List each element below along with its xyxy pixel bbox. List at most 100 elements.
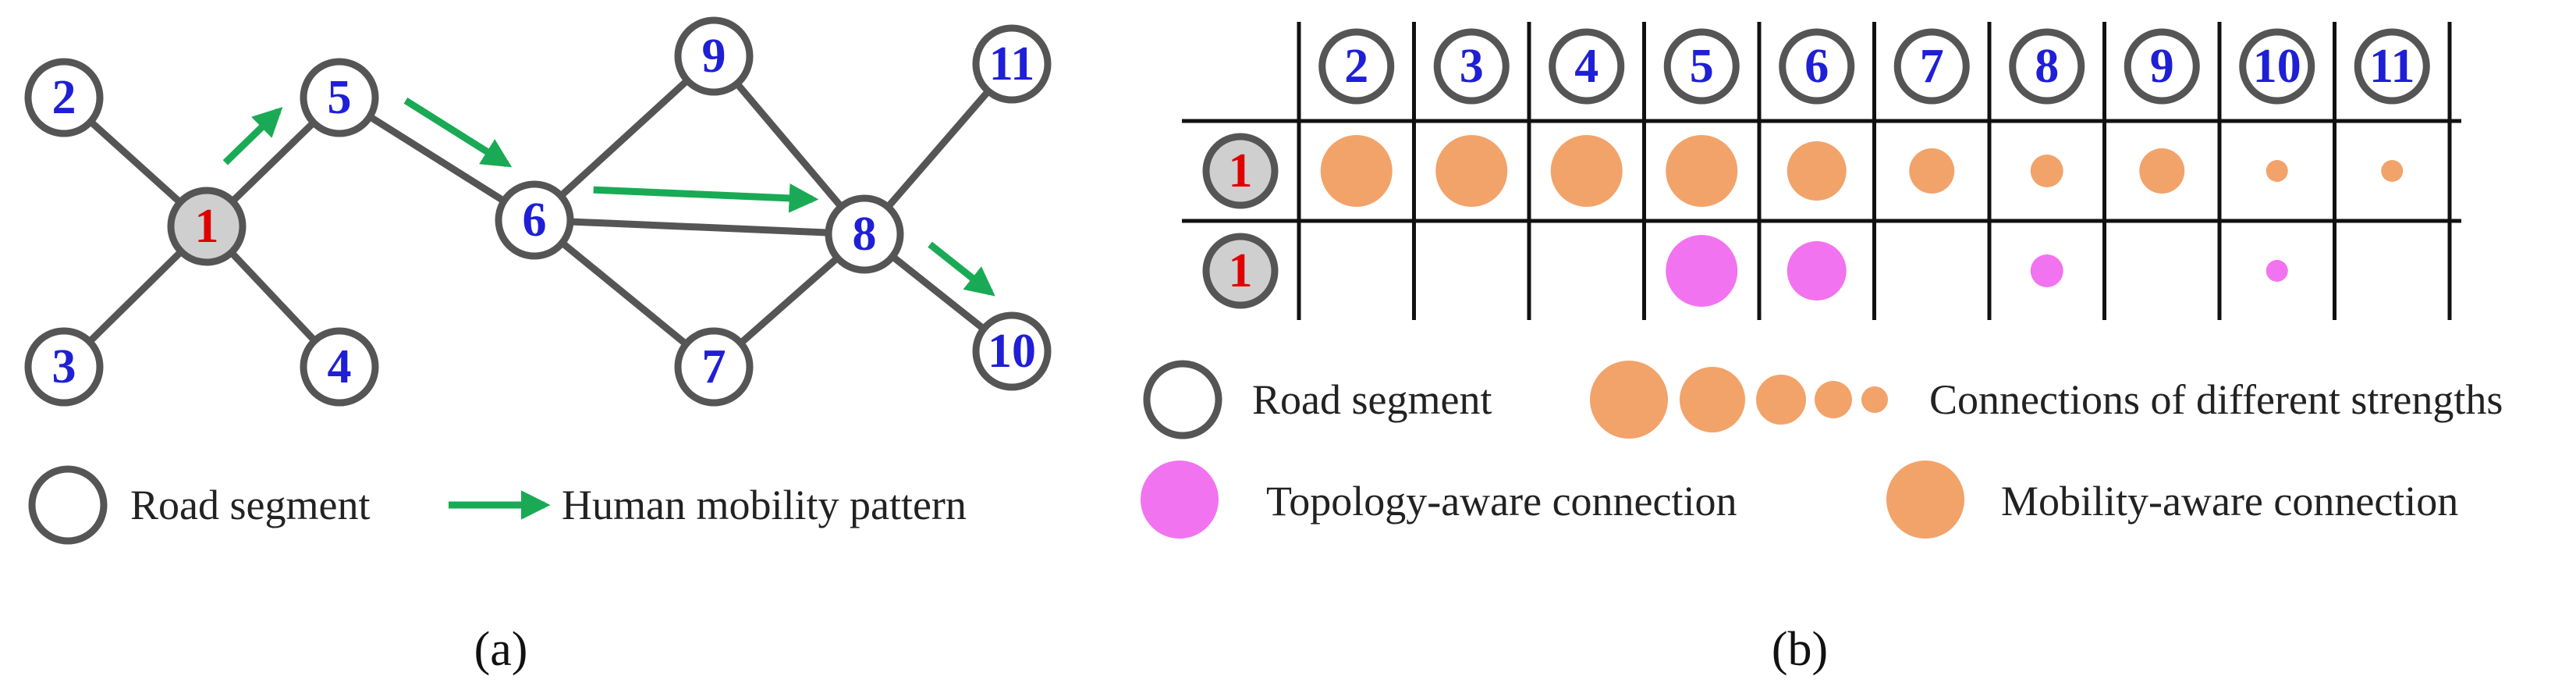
column-header-node-2: 2	[1318, 28, 1395, 105]
road-node-circle	[674, 16, 754, 96]
panel-a-legend: Road segment Human mobility pattern	[28, 465, 967, 545]
road-node-circle	[2354, 28, 2430, 105]
table-column-headers: 2 3 4 5 6 7 8 9 10 11	[1318, 28, 2430, 105]
mobility-connection-dot-5	[1666, 135, 1738, 207]
topology-connection-dot-6	[1787, 241, 1847, 301]
road-node-label: 1	[1229, 244, 1253, 297]
mobility-connection-dot-2	[1320, 135, 1393, 207]
mobility-arrow-6-8	[593, 183, 819, 213]
road-node-label: 11	[989, 37, 1035, 91]
legend-road-segment-icon	[1143, 360, 1222, 439]
road-node-circle	[1202, 133, 1279, 209]
road-node-circle	[300, 327, 379, 407]
column-header-node-10: 10	[2239, 28, 2315, 105]
road-node-label: 5	[328, 71, 352, 124]
road-node-7: 7	[674, 327, 754, 407]
road-node-circle	[1549, 28, 1625, 105]
mobility-connection-dot-10	[2266, 160, 2288, 182]
road-node-label: 2	[1344, 40, 1368, 93]
road-node-circle	[1663, 28, 1740, 105]
legend-strengths-label: Connections of different strengths	[1929, 376, 2503, 423]
legend-strength-dot-5	[1590, 361, 1668, 439]
legend-strength-dot-4	[1680, 367, 1745, 432]
column-header-node-6: 6	[1779, 28, 1855, 105]
road-node-label: 1	[195, 200, 219, 253]
road-node-circle	[495, 180, 574, 260]
legend-road-segment-label: Road segment	[130, 482, 370, 528]
road-node-label: 7	[1920, 40, 1944, 93]
column-header-node-8: 8	[2009, 28, 2085, 105]
legend-mobility-pattern-label: Human mobility pattern	[562, 482, 967, 528]
road-node-label: 5	[1690, 40, 1714, 93]
legend-strength-dot-2	[1815, 381, 1852, 418]
mobility-connection-dot-4	[1550, 135, 1623, 207]
road-node-circle	[2009, 28, 2085, 105]
mobility-arrow-8-10	[928, 241, 995, 297]
road-node-circle	[674, 327, 754, 407]
table-connection-cells	[1320, 135, 2404, 307]
road-node-3: 3	[24, 327, 104, 407]
mobility-arrow-5-6	[403, 97, 513, 168]
road-edge-6-9	[531, 53, 717, 223]
road-node-2: 2	[24, 58, 104, 137]
row-header-node-1: 1	[1202, 133, 1279, 209]
road-edge-6-8	[534, 216, 865, 238]
road-node-circle	[972, 311, 1052, 391]
legend-mobility-connection-icon	[1886, 461, 1964, 539]
topology-connection-dot-5	[1666, 235, 1738, 307]
legend-strength-scale	[1590, 361, 1888, 439]
road-node-label: 6	[1804, 40, 1829, 93]
road-node-label: 1	[1229, 144, 1253, 197]
road-node-label: 8	[853, 208, 877, 261]
road-node-8: 8	[825, 194, 904, 274]
panel-a-road-network: 1 2 3 4 5 6 7 8 9 10 11 Road segment Human mobilit…	[24, 16, 1052, 676]
road-node-label: 8	[2035, 40, 2059, 93]
topology-connection-dot-10	[2266, 260, 2288, 282]
row-header-node-1: 1	[1202, 233, 1279, 309]
mobility-connection-dot-6	[1787, 141, 1847, 201]
road-node-label: 3	[1460, 40, 1484, 93]
road-node-label: 11	[2369, 40, 2415, 93]
road-node-circle	[167, 187, 247, 266]
road-node-circle	[24, 327, 104, 407]
mobility-arrow-1-5	[222, 106, 283, 165]
legend-road-segment-label: Road segment	[1252, 376, 1492, 423]
column-header-node-5: 5	[1663, 28, 1740, 105]
road-node-4: 4	[300, 327, 379, 407]
road-node-label: 4	[1574, 40, 1598, 93]
road-node-circle	[24, 58, 104, 137]
mobility-connection-dot-7	[1909, 148, 1955, 194]
legend-strength-dot-1	[1861, 386, 1888, 413]
panel-a-label: (a)	[474, 623, 528, 676]
road-node-6: 6	[495, 180, 574, 260]
road-nodes: 1 2 3 4 5 6 7 8 9 10 11	[24, 16, 1052, 407]
road-node-label: 4	[328, 340, 352, 393]
road-node-circle	[1202, 233, 1279, 309]
topology-connection-dot-8	[2030, 254, 2063, 287]
road-node-circle	[1318, 28, 1395, 105]
legend-mobility-connection-label: Mobility-aware connection	[2001, 478, 2458, 525]
mobility-connection-dot-3	[1435, 135, 1508, 207]
column-header-node-3: 3	[1433, 28, 1510, 105]
road-node-circle	[2124, 28, 2200, 105]
column-header-node-11: 11	[2354, 28, 2430, 105]
mobility-connection-dot-11	[2381, 160, 2404, 182]
road-node-label: 6	[523, 194, 547, 247]
road-node-label: 9	[2150, 40, 2174, 93]
road-node-circle	[1779, 28, 1855, 105]
legend-strength-dot-3	[1756, 375, 1806, 425]
road-node-5: 5	[300, 58, 379, 137]
road-node-circle	[2239, 28, 2315, 105]
road-node-9: 9	[674, 16, 754, 96]
mobility-arrows	[222, 97, 995, 297]
road-node-circle	[1893, 28, 1970, 105]
column-header-node-7: 7	[1893, 28, 1970, 105]
column-header-node-9: 9	[2124, 28, 2200, 105]
legend-road-segment-icon	[28, 465, 108, 545]
legend-topology-connection-icon	[1141, 461, 1219, 539]
road-node-circle	[300, 58, 379, 137]
road-node-label: 10	[988, 325, 1036, 378]
road-node-11: 11	[972, 24, 1052, 104]
